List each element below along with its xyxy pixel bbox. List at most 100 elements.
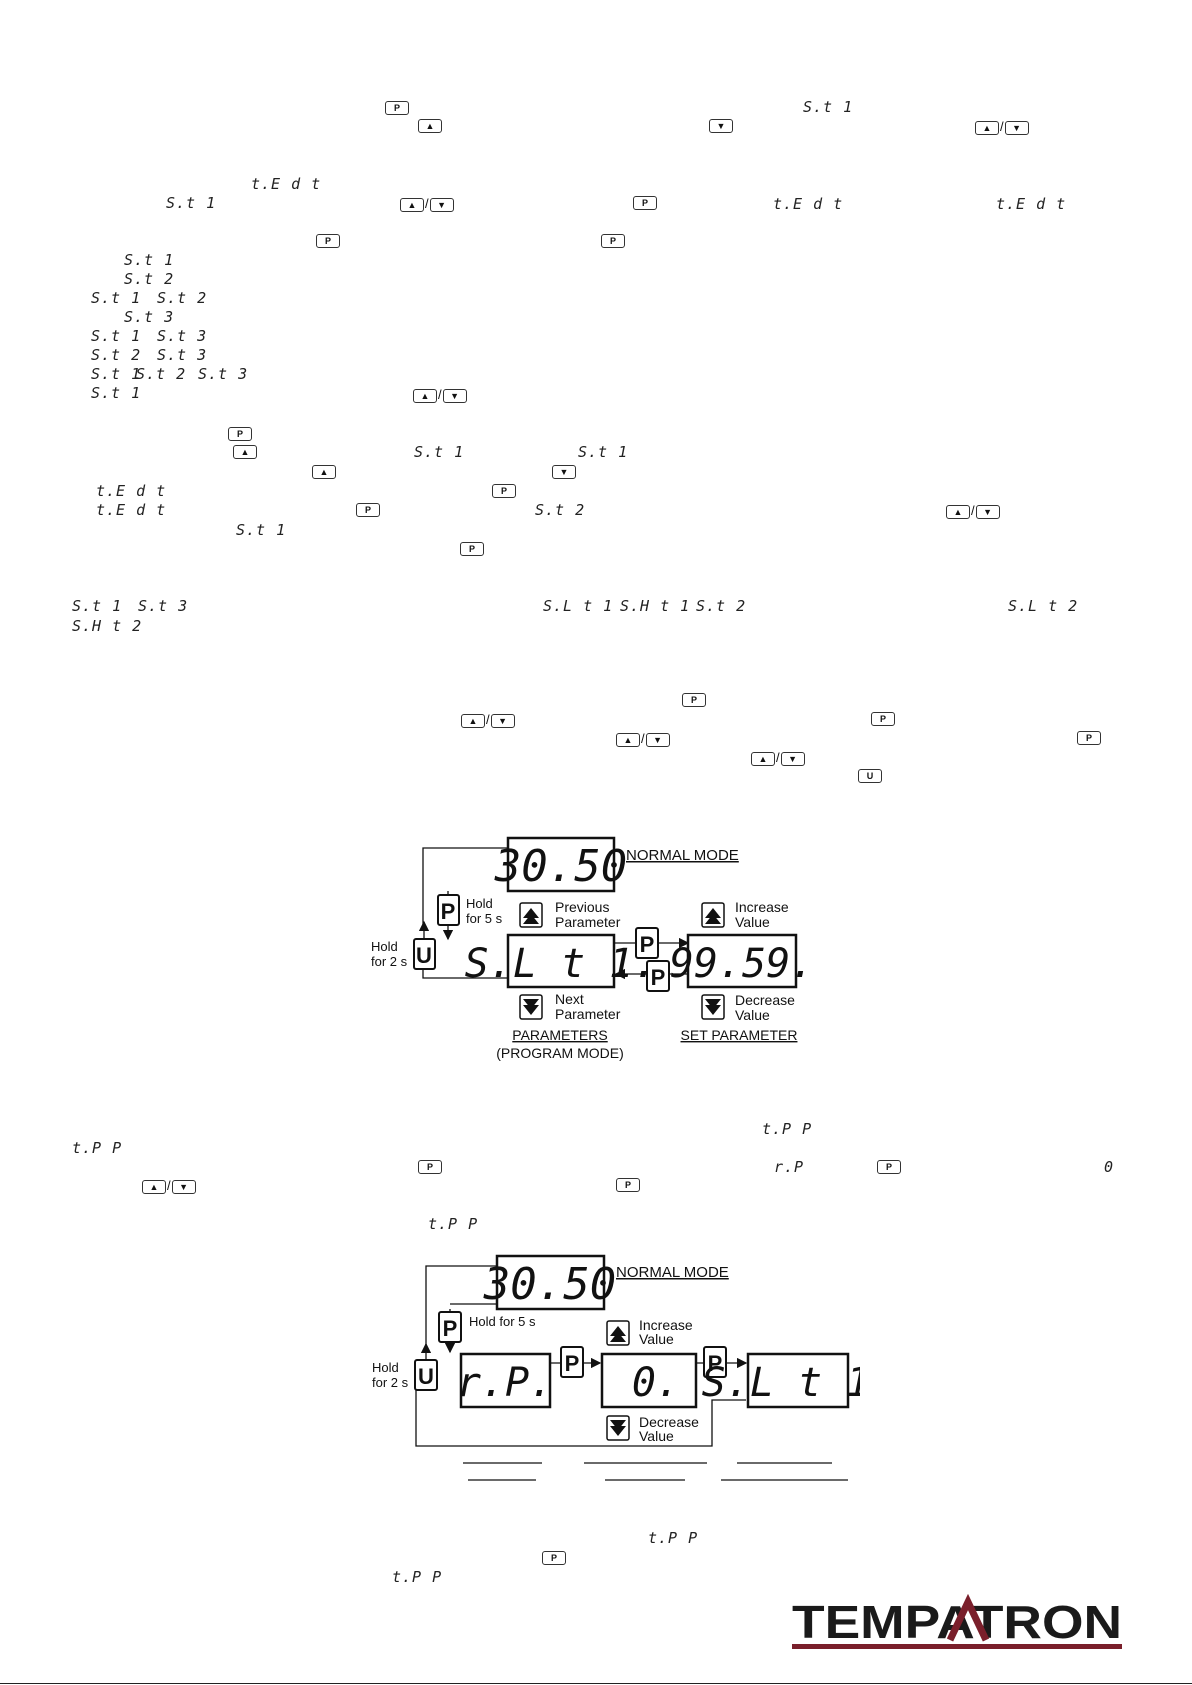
- down-key-icon: ▼: [171, 1180, 196, 1194]
- st2-code: S.t 2: [535, 501, 586, 519]
- zero-display: [600, 1352, 698, 1409]
- decrease-line1: Decrease: [735, 992, 795, 1008]
- p-key-icon: P: [877, 1160, 901, 1174]
- zero-code: 0: [1104, 1158, 1115, 1176]
- p-key-icon: P: [228, 427, 252, 441]
- normal-mode-display: [506, 836, 616, 893]
- up-key-icon: ▲: [616, 733, 640, 747]
- set-parameter-label: SET PARAMETER: [681, 1027, 798, 1043]
- double-up-arrow-icon: [610, 1326, 626, 1342]
- p-key-glyph: P: [651, 965, 666, 990]
- down-key-icon: ▼: [490, 714, 515, 728]
- p-key-icon: [560, 1346, 584, 1378]
- set-parameter-display: [686, 933, 798, 989]
- program-mode-label: (PROGRAM MODE): [496, 1045, 624, 1061]
- rp-display-value: r.P.: [457, 1360, 553, 1406]
- st1-code: S.t 1: [124, 251, 175, 269]
- st3-code: S.t 3: [124, 308, 175, 326]
- down-key-icon: ▼: [442, 389, 467, 403]
- st3-code: S.t 3: [157, 327, 208, 345]
- st1-code: S.t 1: [236, 521, 287, 539]
- slash: /: [641, 731, 645, 746]
- p-key-icon: P: [633, 196, 657, 210]
- st1-code: S.t 1: [166, 194, 217, 212]
- p-key-icon: P: [356, 503, 380, 517]
- p-key-glyph: P: [441, 899, 456, 924]
- rp-display: [459, 1352, 552, 1409]
- st1-code: S.t 1: [414, 443, 465, 461]
- return-line: [415, 1390, 746, 1447]
- st1-code: S.t 1: [91, 365, 142, 383]
- up-down-key-pair: ▲/▼: [975, 119, 1029, 135]
- p-key-icon: P: [492, 484, 516, 498]
- up-key-icon: ▲: [413, 389, 437, 403]
- tedt-code: t.E d t: [773, 195, 844, 213]
- p-key-icon: P: [385, 101, 409, 115]
- p-key-icon: P: [316, 234, 340, 248]
- hold2-line2: for 2 s: [372, 1375, 409, 1390]
- st3-code: S.t 3: [157, 346, 208, 364]
- st1-code: S.t 1: [72, 597, 123, 615]
- st1-code: S.t 1: [91, 384, 142, 402]
- st3-code: S.t 3: [198, 365, 249, 383]
- decrease-line2: Value: [639, 1428, 674, 1444]
- down-key-icon: ▼: [429, 198, 454, 212]
- up-key-icon: ▲: [233, 445, 257, 459]
- prev-line2: Parameter: [555, 914, 621, 930]
- down-key-icon: ▼: [780, 752, 805, 766]
- hold5-line1: Hold: [466, 896, 493, 911]
- p-key-icon: [703, 1346, 727, 1378]
- st1-code: S.t 1: [803, 98, 854, 116]
- tedt-code: t.E d t: [996, 195, 1067, 213]
- normal-display-value: 30.50: [483, 1259, 616, 1310]
- slash: /: [167, 1178, 171, 1193]
- p-key-icon: P: [601, 234, 625, 248]
- slt1-code: S.L t 1: [543, 597, 614, 615]
- increase-line1: Increase: [735, 899, 789, 915]
- normal-display-value: 30.50: [494, 841, 627, 892]
- u-key-glyph: U: [416, 943, 432, 968]
- st1-code: S.t 1: [578, 443, 629, 461]
- double-up-arrow-icon: [523, 908, 539, 924]
- p-key-icon: [438, 1311, 462, 1343]
- p-key-icon: [437, 894, 460, 926]
- hold2-line1: Hold: [371, 939, 398, 954]
- slash: /: [971, 503, 975, 518]
- p-key-icon: P: [542, 1551, 566, 1565]
- st1-code: S.t 1: [91, 289, 142, 307]
- tedt-code: t.E d t: [96, 482, 167, 500]
- slt1-display: [746, 1352, 850, 1409]
- slash: /: [486, 712, 490, 727]
- st3-code: S.t 3: [138, 597, 189, 615]
- hold2-line1: Hold: [372, 1360, 399, 1375]
- increase-line2: Value: [639, 1331, 674, 1347]
- slt1-display-value: S.L t 1.: [702, 1360, 860, 1406]
- logo-underline: [792, 1644, 1122, 1649]
- p-key-icon: [635, 927, 659, 959]
- down-key-icon: ▼: [552, 465, 576, 479]
- p-key-icon: P: [418, 1160, 442, 1174]
- p-key-glyph: P: [443, 1316, 458, 1341]
- zero-display-value: 0.: [632, 1360, 680, 1406]
- p-key-glyph: P: [565, 1351, 580, 1376]
- st2-code: S.t 2: [91, 346, 142, 364]
- up-down-key-pair: ▲/▼: [751, 750, 805, 766]
- up-down-key-pair: ▲/▼: [461, 712, 515, 728]
- hold5-label: Hold for 5 s: [469, 1314, 536, 1329]
- decrease-line2: Value: [735, 1007, 770, 1023]
- slt2-code: S.L t 2: [1008, 597, 1079, 615]
- p-key-glyph: P: [640, 932, 655, 957]
- set-display-value: 99.59.: [670, 941, 815, 987]
- next-line1: Next: [555, 991, 584, 1007]
- st1-code: S.t 1: [91, 327, 142, 345]
- slash: /: [425, 196, 429, 211]
- up-down-key-pair: ▲/▼: [616, 731, 670, 747]
- slash: /: [438, 387, 442, 402]
- parameter-display: [506, 933, 616, 989]
- decrease-line1: Decrease: [639, 1414, 699, 1430]
- next-line2: Parameter: [555, 1006, 621, 1022]
- tedt-code: t.E d t: [96, 501, 167, 519]
- up-down-key-pair: ▲/▼: [413, 387, 467, 403]
- up-down-key-pair: ▲/▼: [946, 503, 1000, 519]
- tpp-code: t.P P: [762, 1120, 813, 1138]
